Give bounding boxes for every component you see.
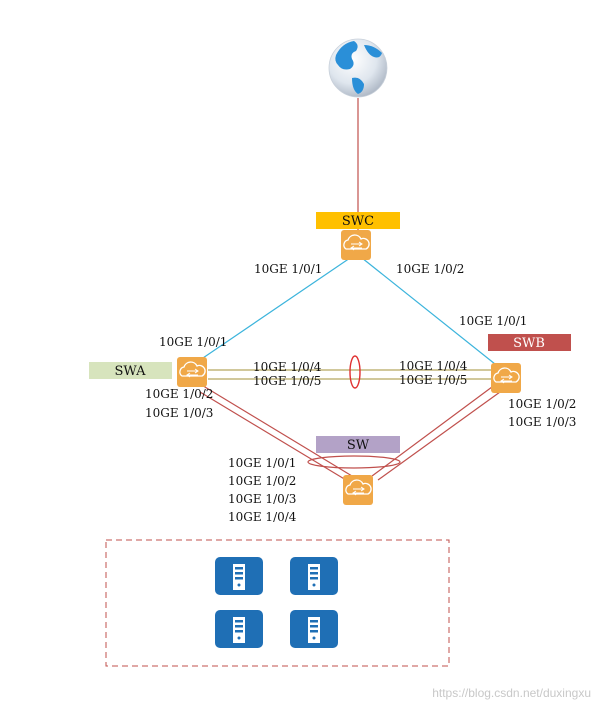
port-sw-3: 10GE 1/0/3	[228, 492, 296, 506]
port-sw-2: 10GE 1/0/2	[228, 474, 296, 488]
port-swb-mid-1: 10GE 1/0/4	[399, 359, 468, 373]
port-swb-bot-2: 10GE 1/0/3	[508, 415, 576, 429]
swc-tag	[316, 212, 400, 229]
port-sw-4: 10GE 1/0/4	[228, 510, 297, 524]
swa-switch-icon	[176, 356, 208, 388]
swa-tag	[89, 362, 172, 379]
eth-trunk-ellipse-sw	[307, 455, 401, 469]
watermark: https://blog.csdn.net/duxingxu	[432, 686, 591, 700]
server-icon	[290, 557, 338, 595]
port-swa-bot-2: 10GE 1/0/3	[145, 406, 213, 420]
swc-label: SWC	[342, 214, 374, 229]
swb-tag	[488, 334, 571, 351]
port-swc-right: 10GE 1/0/2	[396, 262, 464, 276]
port-sw-1: 10GE 1/0/1	[228, 456, 296, 470]
eth-trunk-ellipse-swa-swb	[349, 355, 361, 389]
port-swa-mid-2: 10GE 1/0/5	[253, 374, 321, 388]
port-swb-bot-1: 10GE 1/0/2	[508, 397, 576, 411]
port-swa-mid-1: 10GE 1/0/4	[253, 360, 322, 374]
port-swa-bot-1: 10GE 1/0/2	[145, 387, 213, 401]
server-icon	[215, 610, 263, 648]
swa-label: SWA	[114, 364, 146, 379]
server-icon	[290, 610, 338, 648]
sw-switch-icon	[342, 474, 374, 506]
swb-switch-icon	[490, 362, 522, 394]
server-group-box	[105, 539, 450, 667]
swc-switch-icon	[340, 229, 372, 261]
sw-tag	[316, 436, 400, 453]
port-swb-mid-2: 10GE 1/0/5	[399, 373, 467, 387]
link-swa-sw-1	[199, 383, 353, 477]
link-swb-sw-1	[371, 383, 497, 477]
link-swa-sw-2	[199, 391, 347, 481]
globe-icon	[328, 38, 388, 98]
server-icon	[215, 557, 263, 595]
port-swa-top: 10GE 1/0/1	[159, 335, 227, 349]
port-swc-left: 10GE 1/0/1	[254, 262, 322, 276]
link-swc-swb	[361, 257, 501, 369]
link-swc-swa	[199, 257, 351, 361]
sw-label: SW	[347, 438, 370, 453]
link-swb-sw-2	[377, 391, 501, 481]
port-swb-top: 10GE 1/0/1	[459, 314, 527, 328]
swb-label: SWB	[513, 336, 545, 351]
